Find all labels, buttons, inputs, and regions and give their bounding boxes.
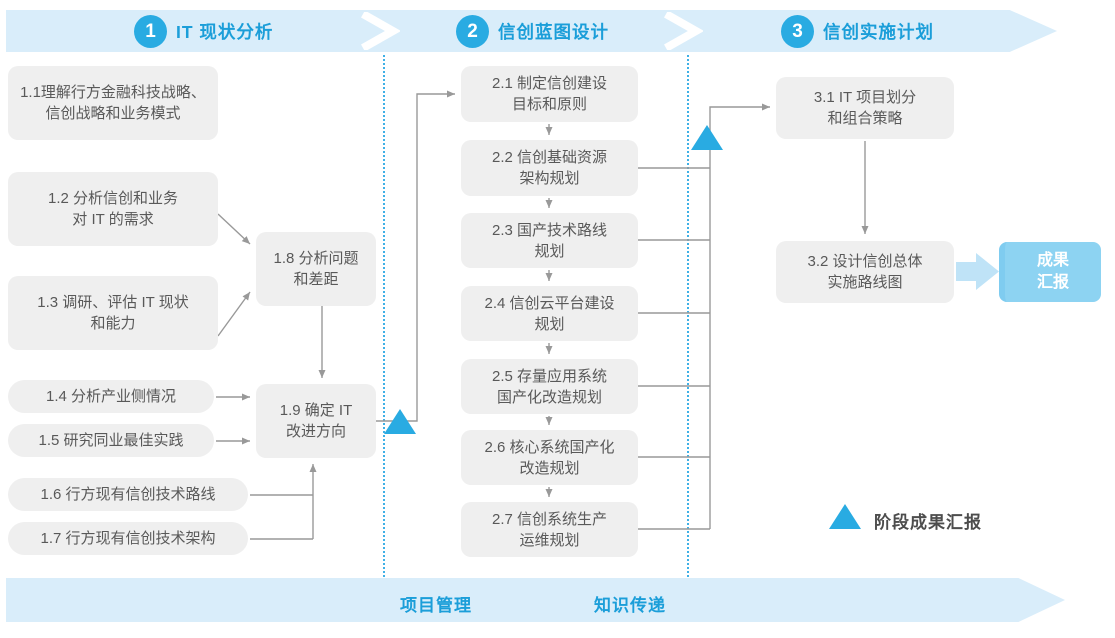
step-box-2-6: 2.6 核心系统国产化 改造规划 <box>461 430 638 485</box>
phase1-title: IT 现状分析 <box>176 22 274 42</box>
step-box-1-3: 1.3 调研、评估 IT 现状 和能力 <box>8 276 218 350</box>
connector-1-3-to-1-8 <box>217 291 251 337</box>
step-box-2-2: 2.2 信创基础资源 架构规划 <box>461 140 638 196</box>
step-box-2-4: 2.4 信创云平台建设 规划 <box>461 286 638 341</box>
legend-triangle-icon <box>829 504 861 529</box>
step-box-1-5: 1.5 研究同业最佳实践 <box>8 424 214 457</box>
step-box-1-6: 1.6 行方现有信创技术路线 <box>8 478 248 511</box>
footer-band <box>6 578 1065 622</box>
step-box-2-3: 2.3 国产技术路线 规划 <box>461 213 638 268</box>
step-box-2-7: 2.7 信创系统生产 运维规划 <box>461 502 638 557</box>
step-box-1-9: 1.9 确定 IT 改进方向 <box>256 384 376 458</box>
phase3-title: 信创实施计划 <box>823 22 934 42</box>
connector-1-2-to-1-8 <box>217 213 251 245</box>
step-box-2-5: 2.5 存量应用系统 国产化改造规划 <box>461 359 638 414</box>
step-box-2-1: 2.1 制定信创建设 目标和原则 <box>461 66 638 122</box>
step-box-1-8: 1.8 分析问题 和差距 <box>256 232 376 306</box>
step-box-3-2: 3.2 设计信创总体 实施路线图 <box>776 241 954 303</box>
chevron-right-icon <box>361 12 400 50</box>
connector-1-9-to-2-1 <box>376 90 455 422</box>
connector-collector-to-3-1 <box>709 103 770 529</box>
phase3-number-badge: 3 <box>781 15 814 48</box>
phase-separator-line <box>687 55 689 577</box>
step-box-1-2: 1.2 分析信创和业务 对 IT 的需求 <box>8 172 218 246</box>
legend-label: 阶段成果汇报 <box>874 513 982 532</box>
footer-item-project-management: 项目管理 <box>400 596 472 615</box>
step-box-1-1: 1.1理解行方金融科技战略、 信创战略和业务模式 <box>8 66 218 140</box>
deliverable-box: 成果 汇报 <box>999 242 1101 302</box>
step-box-1-7: 1.7 行方现有信创技术架构 <box>8 522 248 555</box>
milestone-triangle-icon <box>691 125 723 150</box>
fat-arrow-to-deliverable <box>956 253 999 290</box>
step-box-1-4: 1.4 分析产业侧情况 <box>8 380 214 413</box>
milestone-triangle-icon <box>384 409 416 434</box>
phase1-number-badge: 1 <box>134 15 167 48</box>
phase2-number-badge: 2 <box>456 15 489 48</box>
chevron-right-icon <box>664 12 703 50</box>
phase2-title: 信创蓝图设计 <box>498 22 609 42</box>
phase-header-band <box>6 10 1057 52</box>
step-box-3-1: 3.1 IT 项目划分 和组合策略 <box>776 77 954 139</box>
phase-separator-line <box>383 55 385 577</box>
footer-item-knowledge-transfer: 知识传递 <box>594 596 666 615</box>
